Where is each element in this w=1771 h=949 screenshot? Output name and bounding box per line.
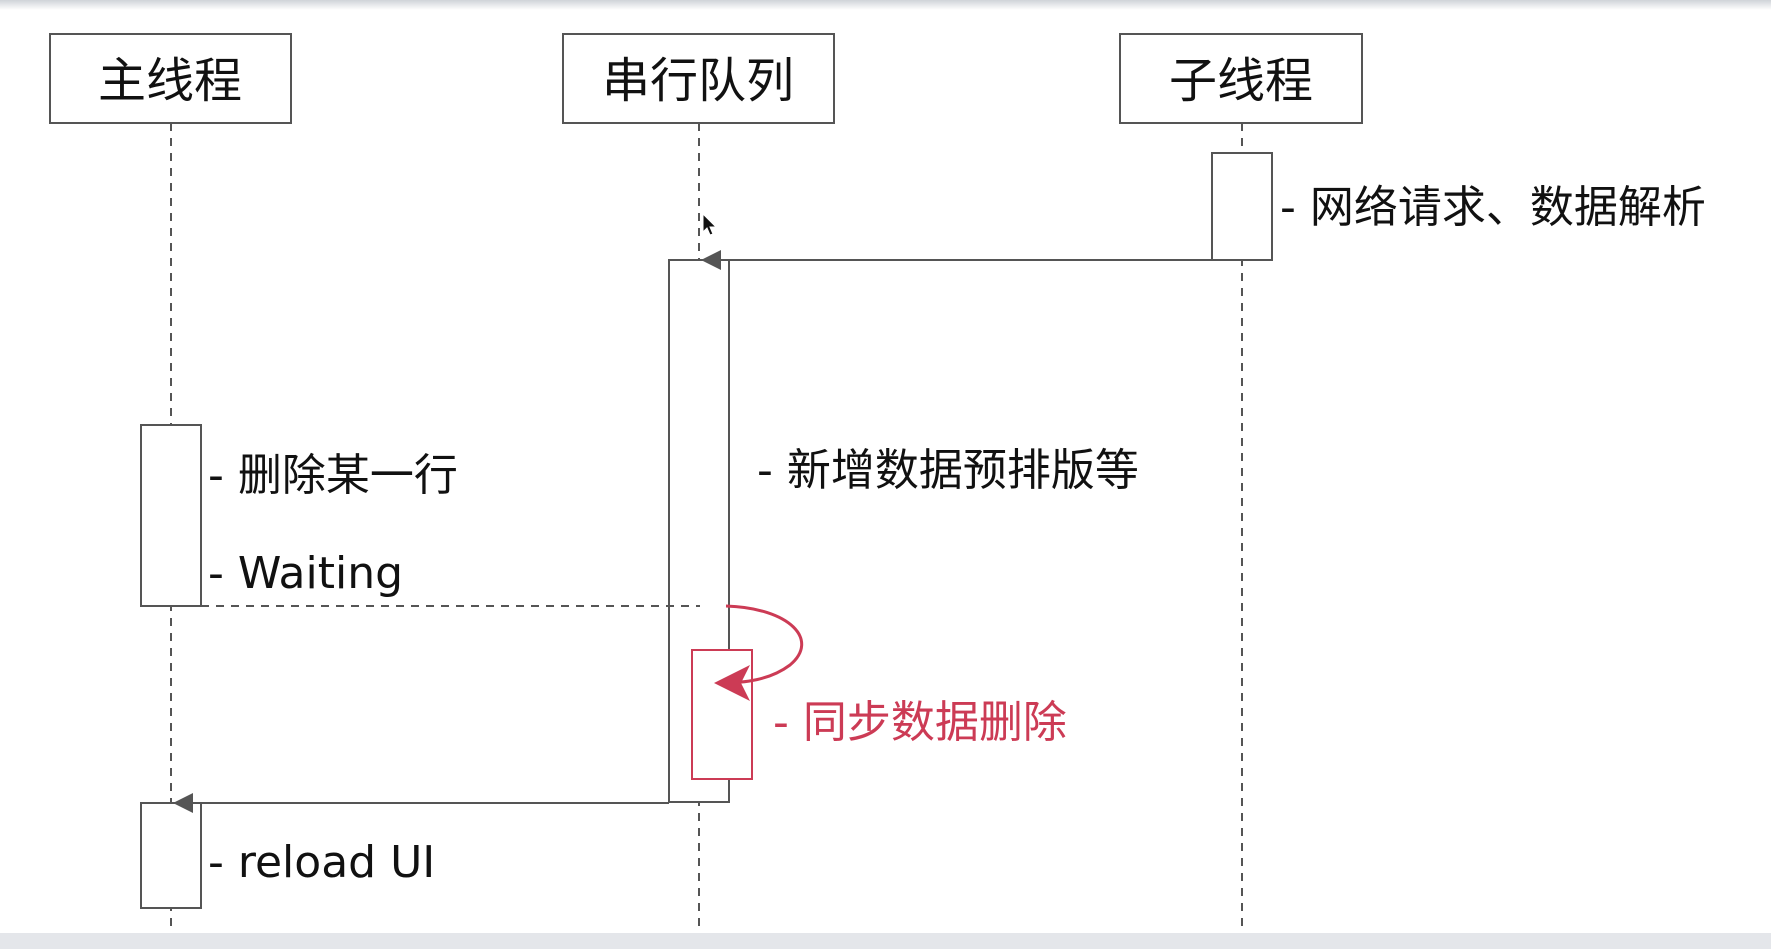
lifeline-child-header-box xyxy=(1119,33,1363,124)
note-waiting: - Waiting xyxy=(208,548,403,599)
note-reload-ui: - reload UI xyxy=(208,837,435,888)
lifeline-serial-queue: 串行队列 xyxy=(562,33,835,949)
lifeline-child: 子线程 xyxy=(1119,33,1363,949)
lifeline-main-label: 主线程 xyxy=(98,53,242,109)
top-edge-shadow xyxy=(0,0,1771,10)
note-sync-delete: - 同步数据删除 xyxy=(773,697,1067,748)
lifeline-serial-queue-label: 串行队列 xyxy=(602,53,794,109)
lifeline-child-label: 子线程 xyxy=(1169,53,1313,109)
mouse-cursor-icon xyxy=(702,212,718,236)
self-call-arrow xyxy=(714,604,804,701)
note-network-request: - 网络请求、数据解析 xyxy=(1280,182,1706,233)
note-preprocess: - 新增数据预排版等 xyxy=(757,445,1139,496)
lifeline-main: 主线程 xyxy=(49,33,292,949)
bottom-edge-bar xyxy=(0,933,1771,949)
main-activation-box-delete xyxy=(140,424,202,607)
child-activation-box xyxy=(1211,152,1273,261)
sync-delete-activation-box xyxy=(691,649,753,780)
main-activation-box-reload xyxy=(140,802,202,909)
note-delete-row: - 删除某一行 xyxy=(208,450,458,501)
